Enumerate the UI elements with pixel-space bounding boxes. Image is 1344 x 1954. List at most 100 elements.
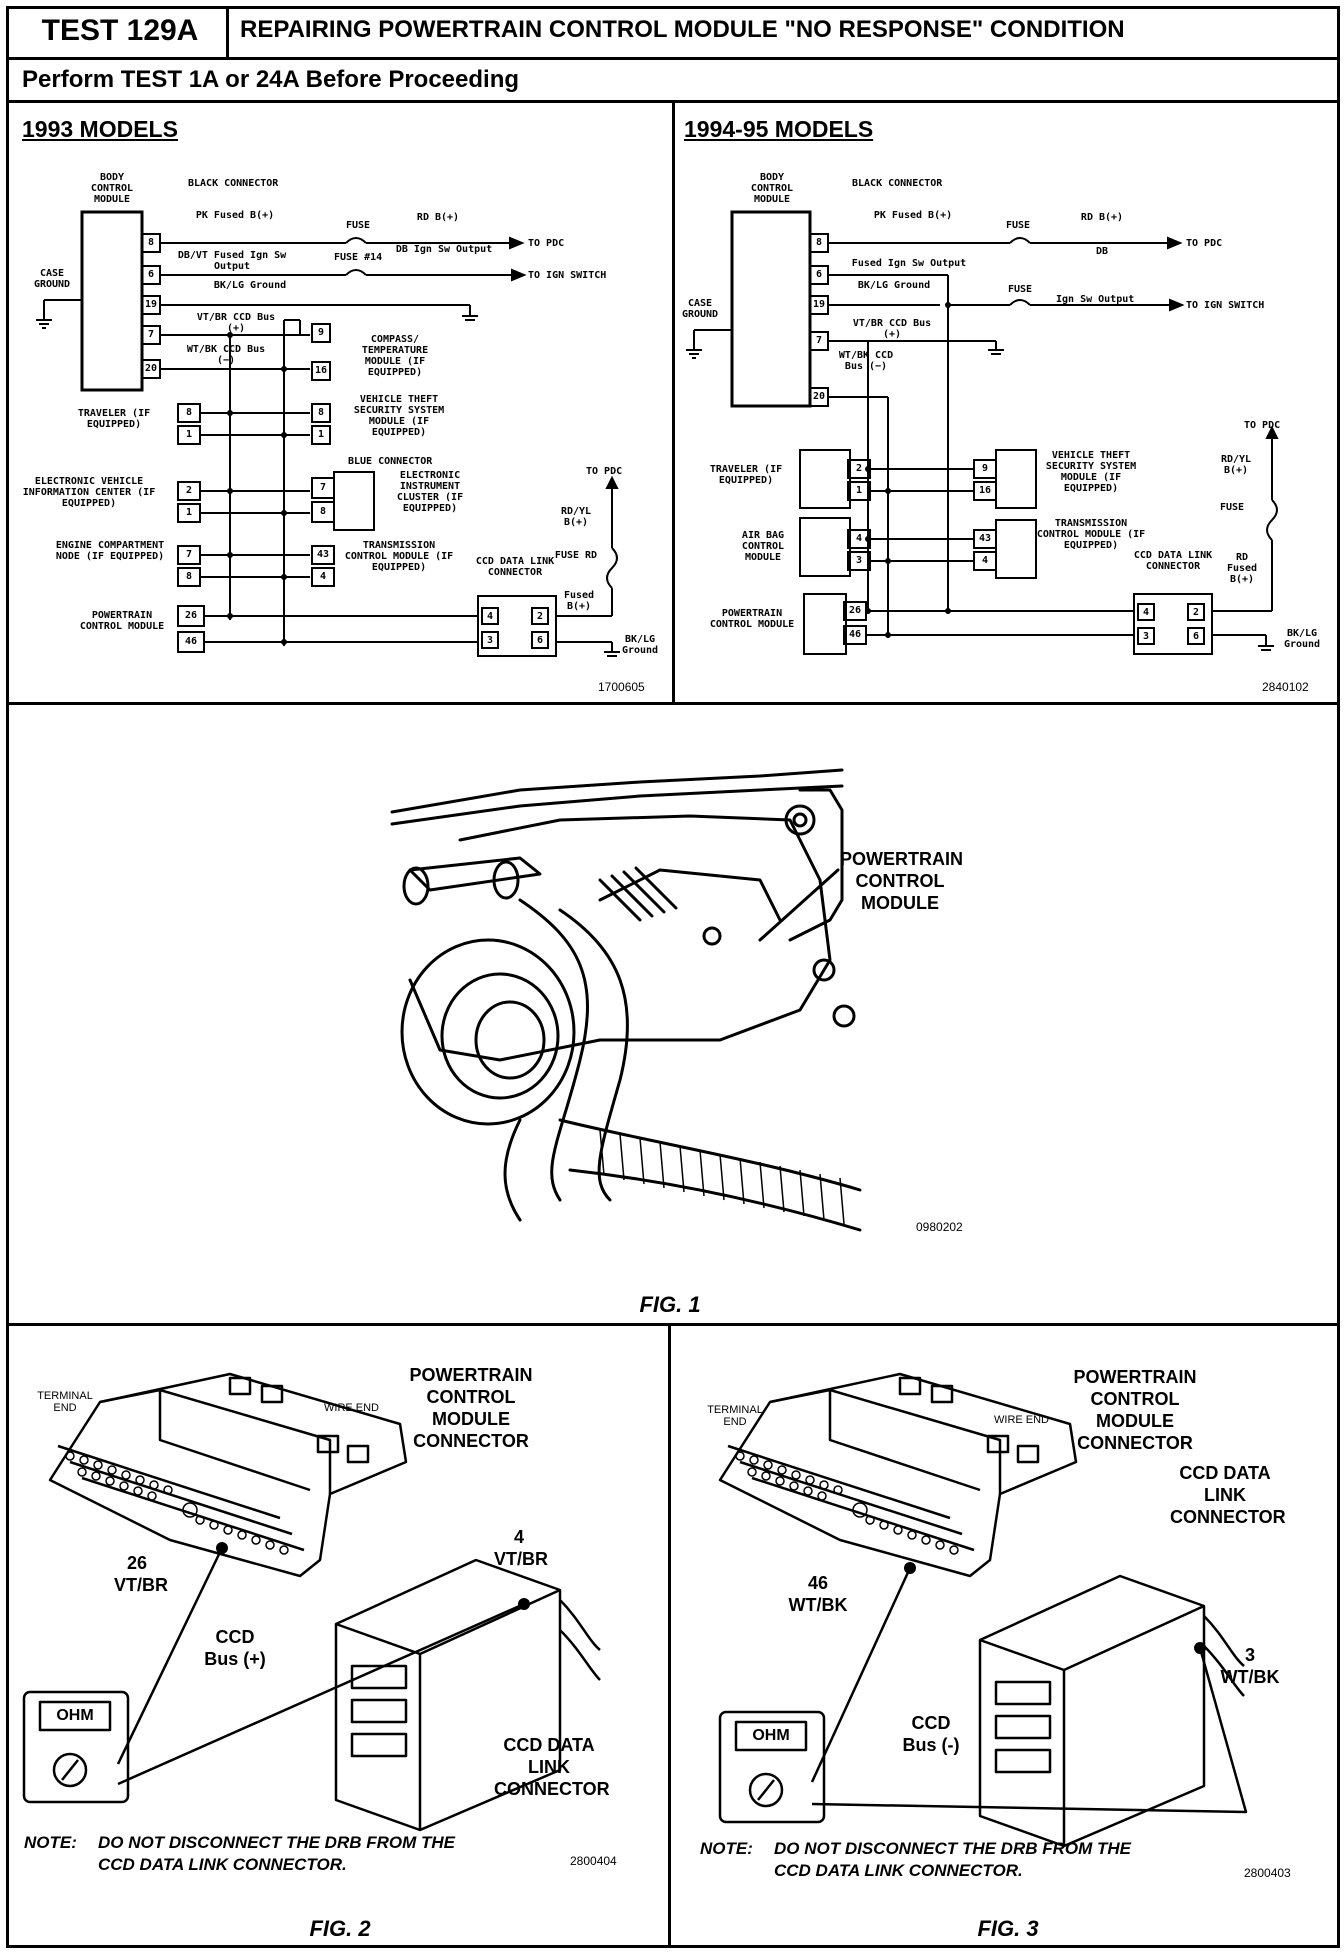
left-fuse14-label: FUSE #14	[334, 252, 383, 263]
right-tcm-pin-a: 43	[978, 533, 992, 544]
right-bcm-pin-7: 7	[815, 335, 823, 346]
fig3-wire-end: WIRE END	[994, 1414, 1049, 1426]
left-case-ground-label: CASE GROUND	[33, 268, 71, 290]
left-ecn-pin-a: 7	[185, 549, 193, 560]
left-ccd-pin-3: 3	[486, 635, 494, 646]
test-id: TEST 129A	[41, 14, 199, 47]
left-rd-b-label: RD B(+)	[416, 212, 460, 223]
fig3-bus-label: CCD Bus (-)	[902, 1713, 960, 1755]
right-rdyl-label: RD/YL B(+)	[1220, 454, 1252, 476]
right-wire-7-label: VT/BR CCD Bus (+)	[852, 318, 932, 340]
fig3-code: 2800403	[1244, 1866, 1291, 1880]
left-fuse-rd-label: FUSE RD	[554, 550, 598, 561]
fig3-caption: FIG. 3	[977, 1916, 1039, 1941]
right-fuse2-label: FUSE	[1008, 284, 1033, 295]
right-fuse-label: FUSE	[1006, 220, 1031, 231]
left-tcm-pin-a: 43	[316, 549, 330, 560]
left-vts-pin-a: 8	[317, 407, 325, 418]
page-title: REPAIRING POWERTRAIN CONTROL MODULE "NO …	[240, 16, 1125, 43]
header-divider	[6, 57, 1340, 60]
left-bklg-ground-label: BK/LG Ground	[621, 634, 659, 656]
left-evic-pin-b: 1	[185, 507, 193, 518]
fig2-meter-label: OHM	[56, 1707, 94, 1724]
fig2-code: 2800404	[570, 1854, 617, 1868]
left-traveler-pin-b: 1	[185, 429, 193, 440]
left-eic-pin-b: 8	[319, 506, 327, 517]
left-tcm-label: TRANSMISSION CONTROL MODULE (IF EQUIPPED…	[344, 540, 454, 573]
fig2-ccd-label: CCD DATA LINK CONNECTOR	[494, 1735, 610, 1799]
fig2-note-head: NOTE:	[24, 1833, 77, 1852]
left-fused-b-label: Fused B(+)	[563, 590, 595, 612]
right-vts-pin-a: 9	[981, 463, 989, 474]
right-to-ign-label: TO IGN SWITCH	[1186, 300, 1265, 311]
fig2-note-body: DO NOT DISCONNECT THE DRB FROM THE CCD D…	[98, 1833, 455, 1874]
right-to-pdc2-label: TO PDC	[1244, 420, 1281, 431]
left-rdyl-label: RD/YL B(+)	[560, 506, 592, 528]
right-diagram-code: 2840102	[1262, 680, 1309, 694]
left-ccd-pin-2: 2	[536, 611, 544, 622]
left-compass-label: COMPASS/ TEMPERATURE MODULE (IF EQUIPPED…	[361, 334, 429, 378]
fig2-wire-end: WIRE END	[324, 1402, 379, 1414]
page-subtitle: Perform TEST 1A or 24A Before Proceeding	[22, 66, 520, 93]
right-pcm-label: POWERTRAIN CONTROL MODULE	[709, 608, 795, 630]
right-wire-20-label: WT/BK CCD Bus (−)	[838, 350, 894, 372]
right-diagram-heading: 1994-95 MODELS	[684, 116, 874, 142]
right-wire-19-label: BK/LG Ground	[857, 280, 931, 291]
diagram-divider-vertical	[672, 100, 675, 704]
left-evic-label: ELECTRONIC VEHICLE INFORMATION CENTER (I…	[22, 476, 156, 509]
left-ecn-label: ENGINE COMPARTMENT NODE (IF EQUIPPED)	[55, 540, 165, 562]
left-eic-label: ELECTRONIC INSTRUMENT CLUSTER (IF EQUIPP…	[396, 470, 464, 514]
fig3-note-body: DO NOT DISCONNECT THE DRB FROM THE CCD D…	[774, 1839, 1131, 1880]
left-ccd-pin-6: 6	[536, 635, 544, 646]
right-bcm-pin-19: 19	[812, 299, 826, 310]
right-tcm-label: TRANSMISSION CONTROL MODULE (IF EQUIPPED…	[1036, 518, 1146, 551]
right-airbag-pin-a: 4	[855, 533, 863, 544]
right-bcm-label: BODY CONTROL MODULE	[750, 172, 794, 205]
right-vts-label: VEHICLE THEFT SECURITY SYSTEM MODULE (IF…	[1045, 450, 1137, 494]
right-tcm-pin-b: 4	[981, 555, 989, 566]
left-wire-6-label: DB/VT Fused Ign Sw Output	[177, 250, 287, 272]
left-traveler-pin-a: 8	[185, 407, 193, 418]
fig3-pin-b-label: 3 WT/BK	[1220, 1645, 1280, 1687]
left-tcm-pin-b: 4	[319, 571, 327, 582]
right-ccd-pin-6: 6	[1192, 631, 1200, 642]
left-diagram-code: 1700605	[598, 680, 645, 694]
right-traveler-pin-a: 2	[855, 463, 863, 474]
left-fuse-label: FUSE	[346, 220, 371, 231]
fig2-terminal-end: TERMINAL END	[37, 1390, 93, 1414]
right-bcm-pin-6: 6	[815, 269, 823, 280]
right-ccd-pin-4: 4	[1142, 607, 1150, 618]
right-case-ground-label: CASE GROUND	[681, 298, 719, 320]
left-vts-pin-b: 1	[317, 429, 325, 440]
right-db-label: DB	[1096, 246, 1109, 257]
left-blue-connector-label: BLUE CONNECTOR	[348, 456, 433, 467]
fig2-pin-a-label: 26 VT/BR	[114, 1553, 168, 1595]
right-pcm-pin-a: 26	[848, 605, 862, 616]
header-box-divider	[226, 6, 229, 60]
left-wire-7-label: VT/BR CCD Bus (+)	[196, 312, 276, 334]
fig2-pin-b-label: 4 VT/BR	[494, 1527, 548, 1569]
right-traveler-pin-b: 1	[855, 485, 863, 496]
left-compass-pin-a: 9	[317, 327, 325, 338]
right-wire-8-label: PK Fused B(+)	[873, 210, 953, 221]
left-bcm-pin-8: 8	[147, 237, 155, 248]
left-pcm-label: POWERTRAIN CONTROL MODULE	[79, 610, 165, 632]
right-wiring-diagram	[686, 210, 1279, 655]
left-to-pdc2-label: TO PDC	[586, 466, 623, 477]
right-airbag-label: AIR BAG CONTROL MODULE	[741, 530, 785, 563]
left-wire-19-label: BK/LG Ground	[213, 280, 287, 291]
fig3-title: POWERTRAIN CONTROL MODULE CONNECTOR	[1073, 1367, 1197, 1453]
right-ccd-pin-3: 3	[1142, 631, 1150, 642]
right-bklg-ground-label: BK/LG Ground	[1283, 628, 1321, 650]
right-bcm-pin-20: 20	[812, 391, 826, 402]
left-evic-pin-a: 2	[185, 485, 193, 496]
right-bcm-pin-8: 8	[815, 237, 823, 248]
left-pcm-pin-b: 46	[184, 636, 198, 647]
left-bcm-pin-20: 20	[144, 363, 158, 374]
left-ccd-pin-4: 4	[486, 611, 494, 622]
left-bcm-label: BODY CONTROL MODULE	[90, 172, 134, 205]
left-wire-8-label: PK Fused B(+)	[195, 210, 275, 221]
